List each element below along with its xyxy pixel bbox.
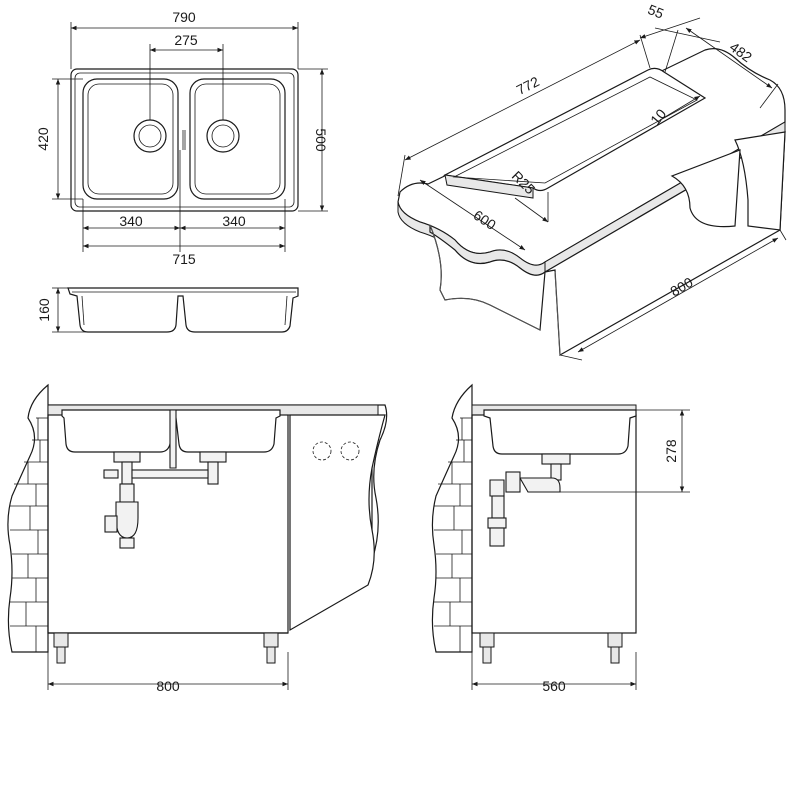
side-profile-outline	[67, 287, 299, 333]
top-view-right-bowl	[189, 78, 286, 200]
front-installation-view: 800	[7, 383, 388, 694]
dim-iso-front-offset: 55	[646, 1, 667, 22]
side-sink-bowl	[483, 409, 637, 455]
dim-side-cabinet-width: 560	[542, 678, 566, 694]
dim-top-bowl-width-right: 340	[222, 213, 246, 229]
side-brick-wall	[431, 383, 473, 653]
top-view-left-bowl	[82, 78, 179, 200]
dim-top-bowl-center-spacing: 275	[174, 32, 198, 48]
dim-top-width-total: 790	[172, 9, 196, 25]
dim-side-bowl-height: 278	[663, 439, 679, 463]
dim-side-depth: 160	[36, 298, 52, 322]
dim-top-bowl-span: 715	[172, 251, 196, 267]
dim-top-bowl-width-left: 340	[119, 213, 143, 229]
front-brick-wall	[7, 383, 49, 653]
side-profile-view: 160	[36, 287, 299, 333]
isometric-cutout-view: 772 55 482 10 R25 600 800	[397, 1, 787, 361]
top-view-outline	[70, 68, 299, 212]
dim-front-cabinet-width: 800	[156, 678, 180, 694]
side-installation-view: 278 560	[431, 383, 690, 694]
top-view: 790 275 420 500 340 340 715	[35, 9, 329, 267]
dim-iso-cutout-length: 772	[514, 73, 542, 98]
dim-top-height-left: 420	[35, 127, 51, 151]
dim-top-height-right: 500	[313, 128, 329, 152]
